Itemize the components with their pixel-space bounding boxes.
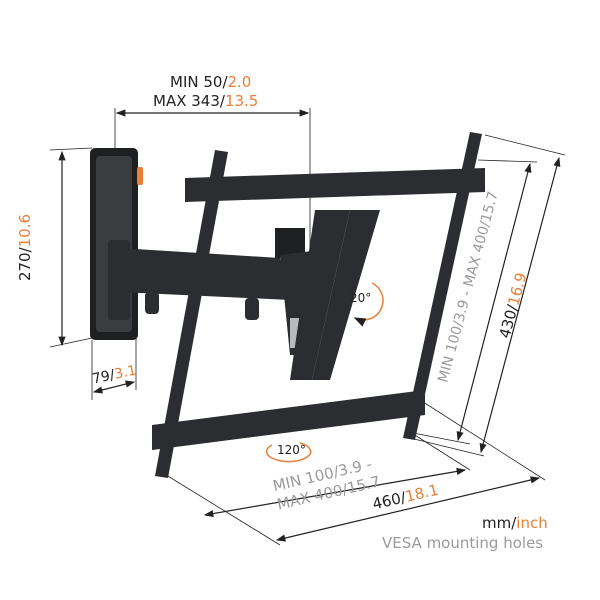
plate-height-label: 270/10.6 xyxy=(16,213,35,282)
depth-min-label: MIN 50/2.0 xyxy=(170,73,252,91)
rotation-arrows xyxy=(265,282,384,463)
swing-arm xyxy=(108,228,320,355)
units-legend: mm/inch xyxy=(482,514,548,532)
depth-max-label: MAX 343/13.5 xyxy=(153,92,259,110)
tilt-angle-label: 20° xyxy=(350,291,372,305)
dimension-arrows xyxy=(58,109,561,542)
orange-latch xyxy=(137,167,143,185)
vesa-legend: VESA mounting holes xyxy=(382,534,544,552)
swivel-angle-label: 120° xyxy=(277,443,306,457)
tv-frame xyxy=(152,132,485,478)
